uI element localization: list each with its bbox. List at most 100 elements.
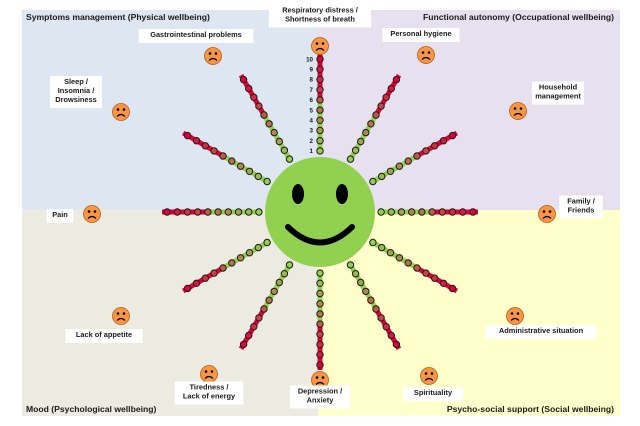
scale-dot[interactable] xyxy=(201,142,210,150)
scale-dot[interactable] xyxy=(439,137,448,145)
scale-dot[interactable] xyxy=(369,177,377,186)
scale-dot[interactable] xyxy=(255,314,263,322)
scale-dot[interactable] xyxy=(275,137,283,146)
scale-dot[interactable] xyxy=(183,131,192,140)
scale-dot[interactable] xyxy=(214,208,222,216)
scale-dot[interactable] xyxy=(439,279,448,287)
scale-dot[interactable] xyxy=(316,320,324,328)
scale-dot[interactable] xyxy=(316,310,324,318)
scale-dot[interactable] xyxy=(224,208,233,216)
scale-dot[interactable] xyxy=(228,259,236,267)
scale-dot[interactable] xyxy=(255,208,263,216)
scale-dot[interactable] xyxy=(404,157,412,165)
scale-dot[interactable] xyxy=(357,137,365,146)
scale-dot[interactable] xyxy=(316,269,324,277)
scale-dot[interactable] xyxy=(316,116,324,125)
scale-dot[interactable] xyxy=(316,330,324,338)
scale-dot[interactable] xyxy=(431,274,439,282)
scale-dot[interactable] xyxy=(377,208,385,216)
scale-dot[interactable] xyxy=(201,274,210,282)
scale-dot[interactable] xyxy=(316,86,324,94)
scale-dot[interactable] xyxy=(316,65,324,74)
scale-dot[interactable] xyxy=(234,208,243,216)
scale-dot[interactable] xyxy=(367,296,375,304)
scale-dot[interactable] xyxy=(210,269,218,277)
scale-dot[interactable] xyxy=(316,75,324,84)
scale-dot[interactable] xyxy=(459,208,467,216)
scale-dot[interactable] xyxy=(250,93,258,102)
scale-dot[interactable] xyxy=(228,157,236,165)
scale-dot[interactable] xyxy=(204,208,212,216)
scale-dot[interactable] xyxy=(265,120,273,128)
scale-dot[interactable] xyxy=(408,208,416,216)
scale-dot[interactable] xyxy=(377,314,385,322)
scale-dot[interactable] xyxy=(245,249,254,257)
scale-dot[interactable] xyxy=(254,243,262,252)
scale-dot[interactable] xyxy=(346,261,355,269)
scale-dot[interactable] xyxy=(255,102,263,110)
scale-dot[interactable] xyxy=(183,208,192,216)
scale-dot[interactable] xyxy=(219,264,227,272)
scale-dot[interactable] xyxy=(395,162,404,170)
scale-dot[interactable] xyxy=(316,289,324,298)
scale-dot[interactable] xyxy=(245,167,254,176)
scale-dot[interactable] xyxy=(422,269,430,277)
scale-dot[interactable] xyxy=(192,137,201,145)
scale-dot[interactable] xyxy=(285,155,294,163)
scale-dot[interactable] xyxy=(316,361,324,369)
scale-dot[interactable] xyxy=(392,340,401,349)
scale-dot[interactable] xyxy=(210,147,218,155)
scale-dot[interactable] xyxy=(316,55,324,63)
scale-dot[interactable] xyxy=(245,84,253,93)
scale-dot[interactable] xyxy=(372,111,380,119)
scale-dot[interactable] xyxy=(192,279,201,287)
scale-dot[interactable] xyxy=(275,278,283,287)
scale-dot[interactable] xyxy=(280,270,289,278)
scale-dot[interactable] xyxy=(183,284,192,293)
scale-dot[interactable] xyxy=(418,208,426,216)
scale-dot[interactable] xyxy=(378,243,386,252)
scale-dot[interactable] xyxy=(245,208,253,216)
scale-dot[interactable] xyxy=(260,111,268,119)
scale-dot[interactable] xyxy=(422,147,430,155)
scale-dot[interactable] xyxy=(346,155,355,163)
scale-dot[interactable] xyxy=(239,75,248,84)
scale-dot[interactable] xyxy=(245,331,253,340)
scale-dot[interactable] xyxy=(413,152,421,160)
scale-dot[interactable] xyxy=(386,167,395,176)
scale-dot[interactable] xyxy=(270,128,278,137)
scale-dot[interactable] xyxy=(448,208,457,216)
scale-dot[interactable] xyxy=(413,264,421,272)
scale-dot[interactable] xyxy=(469,208,477,216)
scale-dot[interactable] xyxy=(357,278,365,287)
scale-dot[interactable] xyxy=(316,351,324,359)
scale-dot[interactable] xyxy=(260,305,268,313)
scale-dot[interactable] xyxy=(316,96,324,104)
scale-dot[interactable] xyxy=(219,152,227,160)
scale-dot[interactable] xyxy=(387,331,395,340)
scale-dot[interactable] xyxy=(270,287,278,296)
scale-dot[interactable] xyxy=(372,305,380,313)
scale-dot[interactable] xyxy=(250,323,258,331)
scale-dot[interactable] xyxy=(395,254,404,262)
scale-dot[interactable] xyxy=(382,93,390,102)
scale-dot[interactable] xyxy=(351,270,360,278)
scale-dot[interactable] xyxy=(428,208,436,216)
scale-dot[interactable] xyxy=(285,261,294,269)
scale-dot[interactable] xyxy=(362,128,370,137)
scale-dot[interactable] xyxy=(369,238,377,247)
scale-dot[interactable] xyxy=(254,172,262,181)
scale-dot[interactable] xyxy=(316,106,324,114)
scale-dot[interactable] xyxy=(351,146,360,155)
scale-dot[interactable] xyxy=(404,259,412,267)
scale-dot[interactable] xyxy=(316,137,324,145)
scale-dot[interactable] xyxy=(362,287,370,296)
scale-dot[interactable] xyxy=(236,254,245,262)
scale-dot[interactable] xyxy=(382,323,390,331)
scale-dot[interactable] xyxy=(392,75,401,84)
scale-dot[interactable] xyxy=(280,146,289,155)
scale-dot[interactable] xyxy=(367,120,375,128)
scale-dot[interactable] xyxy=(316,279,324,287)
scale-dot[interactable] xyxy=(397,208,406,216)
scale-dot[interactable] xyxy=(378,172,386,181)
